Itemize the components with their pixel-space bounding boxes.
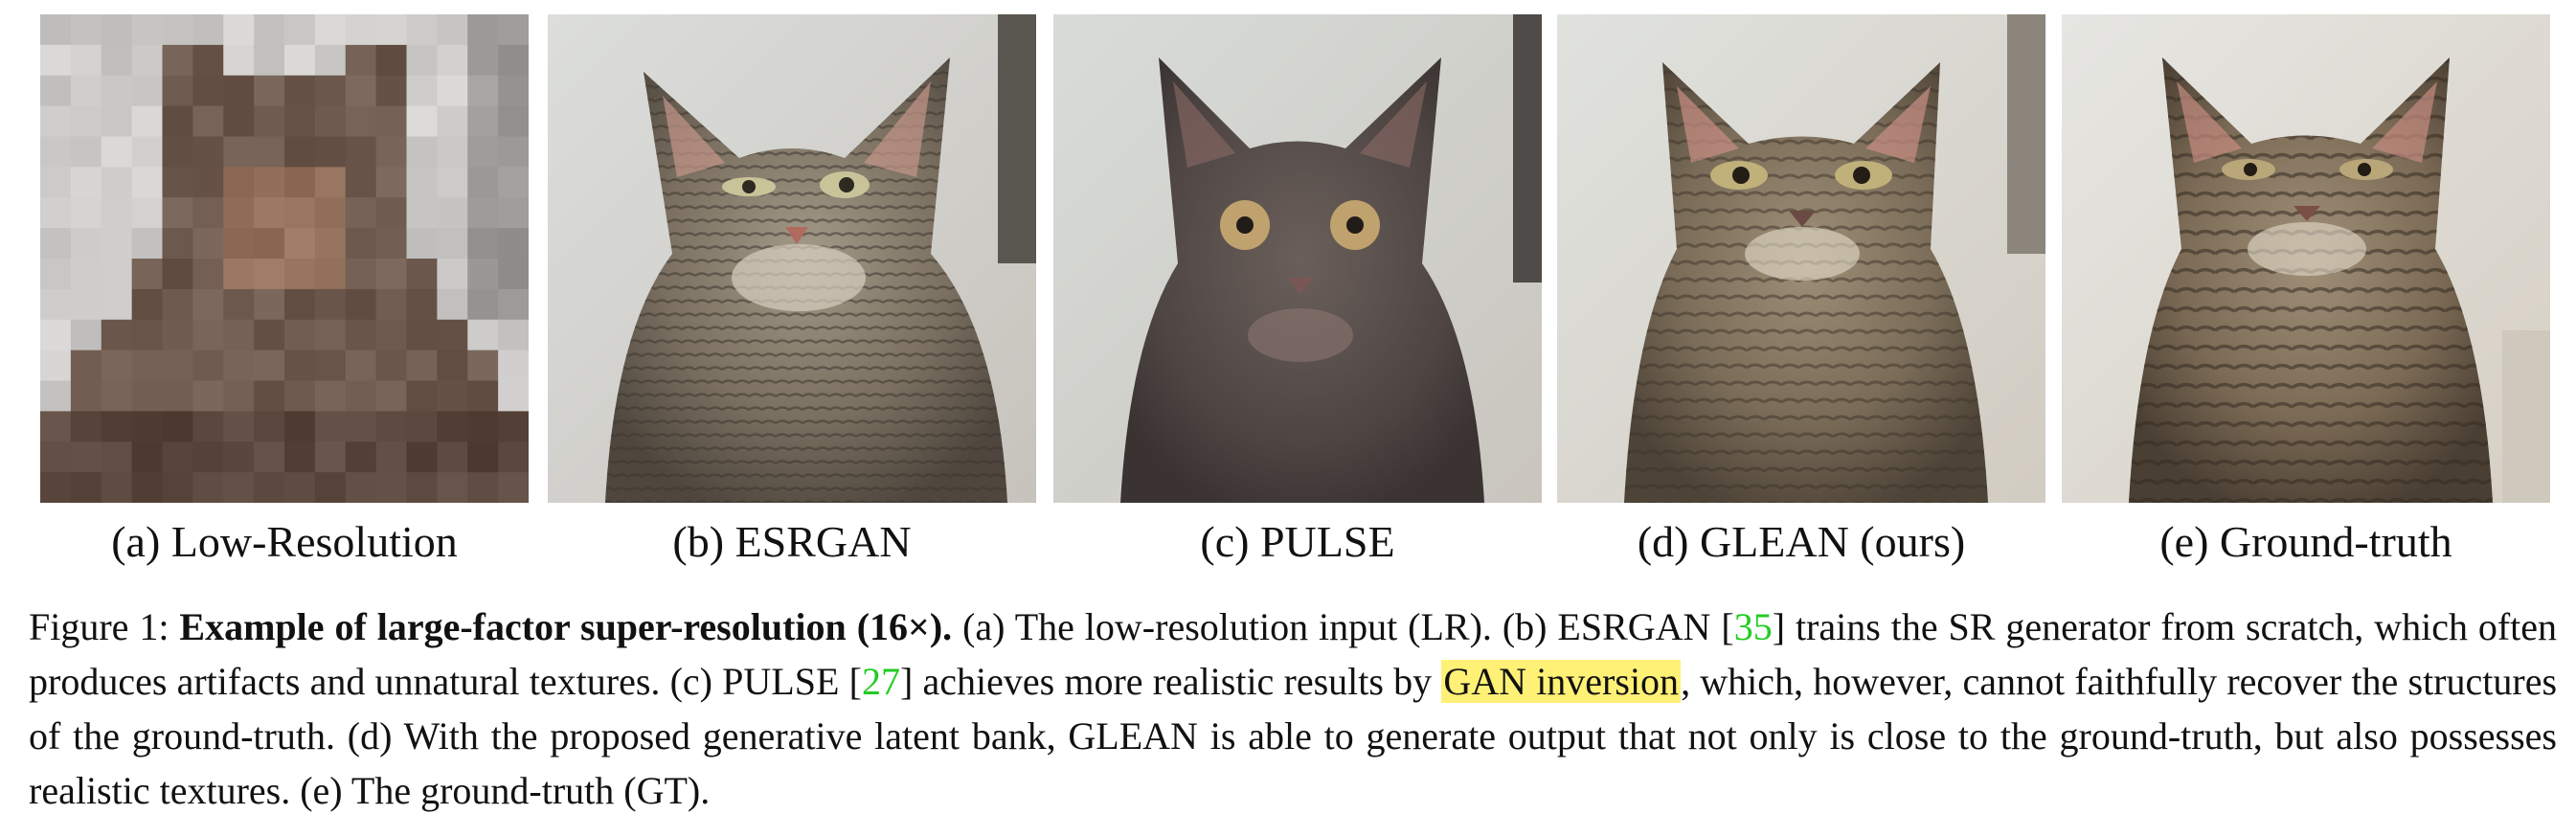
panel-pulse xyxy=(1053,14,1542,503)
pulse-cat-image xyxy=(1053,14,1542,503)
citation-link-27[interactable]: 27 xyxy=(861,660,900,703)
citation-link-35[interactable]: 35 xyxy=(1733,605,1773,648)
figure-label: Figure 1: xyxy=(29,605,169,648)
caption-text-4: , which, however, cannot faithfully reco… xyxy=(29,660,2558,812)
caption-text-3: ] achieves more realistic results by xyxy=(899,660,1433,703)
panel-ground-truth xyxy=(2062,14,2550,503)
ground-truth-cat-image xyxy=(2062,14,2550,503)
caption-esrgan: (b) ESRGAN xyxy=(672,517,912,566)
caption-low-resolution: (a) Low-Resolution xyxy=(111,517,458,566)
caption-glean: (d) GLEAN (ours) xyxy=(1637,517,1966,566)
pixelated-cat-image xyxy=(40,14,529,503)
caption-ground-truth: (e) Ground-truth xyxy=(2159,517,2452,566)
figure-caption: Figure 1: Example of large-factor super-… xyxy=(29,599,2557,818)
panel-esrgan xyxy=(548,14,1036,503)
glean-cat-image xyxy=(1557,14,2045,503)
panel-low-resolution xyxy=(40,14,529,503)
esrgan-cat-image xyxy=(548,14,1036,503)
caption-pulse: (c) PULSE xyxy=(1200,517,1395,566)
caption-text-2: ] trains the SR generator from scratch, … xyxy=(29,605,2558,703)
highlighted-text: GAN inversion xyxy=(1441,660,1682,703)
panel-glean xyxy=(1557,14,2045,503)
caption-text-1: (a) The low-resolution input (LR). (b) E… xyxy=(962,605,1734,648)
figure-title: Example of large-factor super-resolution… xyxy=(179,605,953,648)
